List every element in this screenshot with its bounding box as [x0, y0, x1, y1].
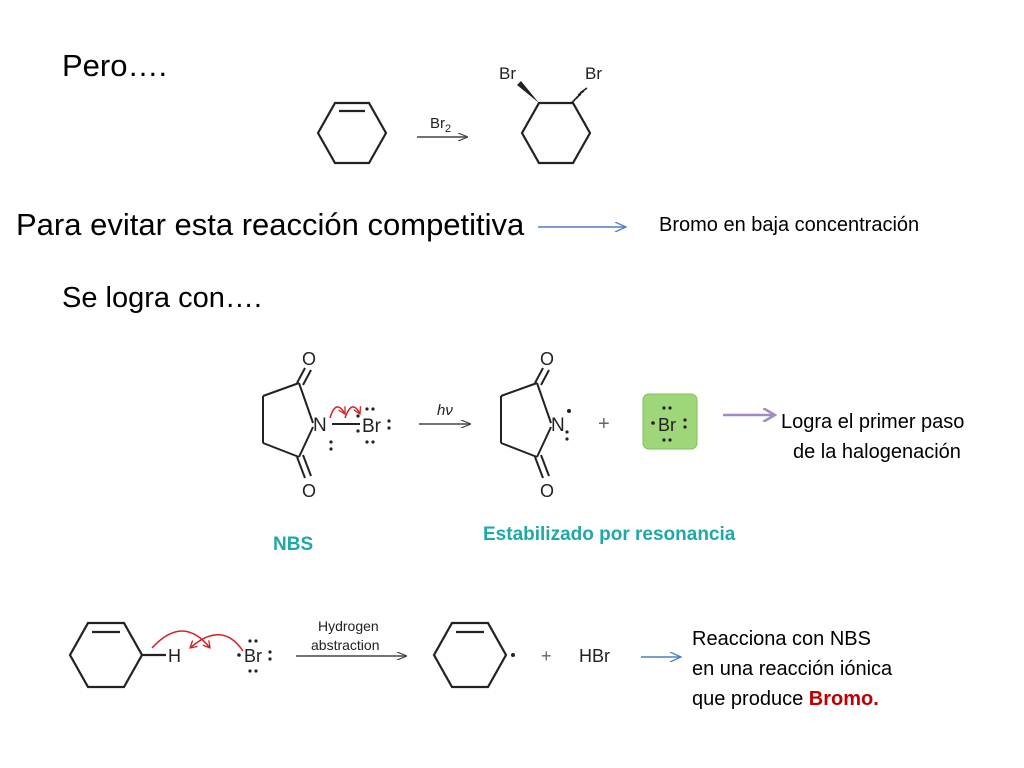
condition-hydrogen: Hydrogen: [318, 618, 379, 634]
allylic-radical-ring: [432, 621, 508, 689]
curved-arrow-h: [151, 630, 210, 648]
bromine-radical-box: [642, 393, 698, 450]
condition-abstraction: abstraction: [311, 637, 379, 653]
condition-hv: hν: [437, 402, 453, 419]
bromine-radical: Br: [658, 415, 676, 435]
succinimidyl-radical: [500, 367, 552, 479]
note-reacciona-prefix: que produce: [692, 688, 809, 710]
radical-electrons: [565, 409, 571, 441]
bromine-radical-3: Br: [244, 646, 262, 666]
note-reacciona-line3: que produce Bromo.: [692, 688, 879, 711]
bromine-3-electrons: [237, 639, 272, 673]
plus-sign-2: +: [541, 646, 552, 666]
note-logra-line2: de la halogenación: [793, 441, 961, 463]
dibromocyclohexane: [520, 101, 592, 165]
hash-bond: [571, 87, 588, 103]
nbs-bromine: Br: [362, 416, 382, 437]
bromine-radical-electrons: [651, 406, 687, 442]
curved-arrows-nbs: [329, 407, 360, 419]
curved-arrow-br: [190, 634, 244, 652]
hbr-product: HBr: [579, 646, 610, 666]
note-bromo-highlight: Bromo.: [808, 688, 879, 710]
plus-sign-1: +: [598, 413, 610, 435]
note-reacciona-line2: en una reacción iónica: [692, 658, 893, 680]
nbs-molecule: [262, 367, 360, 479]
hydrogen-label: H: [168, 646, 181, 666]
nbs-lone-pairs: [329, 407, 391, 451]
label-nbs: NBS: [273, 534, 314, 555]
product-br-left: Br: [499, 64, 516, 83]
cyclohexene-ring-1: [316, 101, 388, 165]
label-estabilizado: Estabilizado por resonancia: [483, 524, 736, 545]
radical-oxygen-top: O: [540, 349, 554, 369]
cyclohexene-ring-3: [68, 621, 166, 689]
nbs-oxygen-top: O: [302, 349, 316, 369]
nbs-nitrogen: N: [313, 415, 327, 436]
radical-oxygen-bottom: O: [540, 481, 554, 501]
nbs-oxygen-bottom: O: [302, 481, 316, 501]
wedge-bond: [517, 81, 539, 103]
reagent-br2: Br2: [430, 115, 451, 135]
note-reacciona-line1: Reacciona con NBS: [692, 628, 871, 650]
note-bromo-baja: Bromo en baja concentración: [659, 214, 920, 236]
product-br-right: Br: [585, 64, 602, 83]
radical-nitrogen: N: [551, 415, 565, 436]
heading-se-logra: Se logra con….: [62, 282, 262, 314]
allylic-radical-dot: [511, 653, 515, 657]
heading-pero: Pero….: [62, 48, 168, 83]
heading-para-evitar: Para evitar esta reacción competitiva: [16, 207, 525, 242]
note-logra-line1: Logra el primer paso: [781, 411, 965, 433]
